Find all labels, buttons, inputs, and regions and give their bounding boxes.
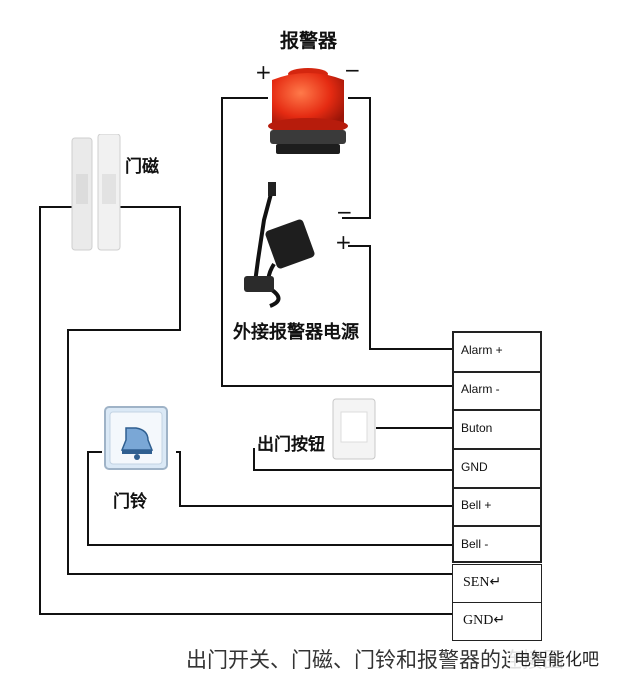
power-supply-label: 外接报警器电源 [233, 322, 359, 343]
siren-minus-sign: − [344, 58, 361, 82]
power-adapter-icon [244, 182, 315, 308]
exit-button-label: 出门按钮 [257, 435, 325, 455]
terminal-button: Buton [461, 421, 493, 435]
door-magnet-icon [71, 134, 121, 251]
door-magnet-label: 门磁 [125, 157, 159, 177]
terminal-alarm-plus: Alarm + [461, 343, 503, 357]
exit-button-icon [332, 398, 376, 460]
power-minus-sign: − [336, 200, 353, 224]
doorbell-label: 门铃 [113, 492, 147, 512]
wire-alarm-plus [348, 245, 452, 350]
terminal-bell-minus: Bell - [461, 537, 489, 551]
watermark: 电智能化吧 [510, 645, 603, 670]
wire-alarm-minus [221, 97, 452, 387]
terminal-sen-gnd: GND↵ [463, 613, 506, 628]
doorbell-icon [104, 406, 168, 470]
wire-sen-gnd [39, 206, 452, 615]
siren-icon [268, 68, 348, 154]
siren-label: 报警器 [280, 30, 338, 52]
wire-button-gnd [253, 448, 452, 471]
terminal-gnd: GND [461, 460, 488, 474]
diagram-caption: 出门开关、门磁、门铃和报警器的连接图 [186, 648, 564, 672]
wire-sen [67, 206, 452, 575]
terminal-alarm-minus: Alarm - [461, 382, 500, 396]
terminal-block [452, 331, 542, 563]
wire-siren-power [342, 97, 371, 219]
siren-plus-sign: + [255, 60, 272, 84]
terminal-block-lower [452, 564, 542, 641]
power-plus-sign: + [335, 230, 352, 254]
wire-bell-plus [176, 451, 452, 507]
wire-bell-minus [87, 451, 452, 546]
terminal-bell-plus: Bell + [461, 498, 492, 512]
terminal-sen: SEN↵ [463, 575, 502, 590]
